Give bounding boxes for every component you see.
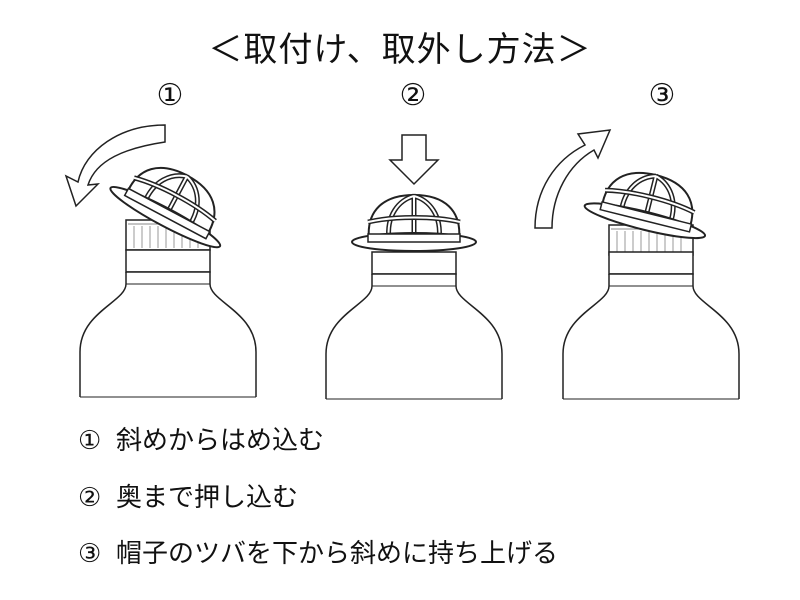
step-number: ③ xyxy=(78,539,102,569)
down-arrow-icon xyxy=(388,134,440,186)
step-text: 奥まで押し込む xyxy=(116,483,299,513)
step-2: ② 奥まで押し込む xyxy=(78,477,298,514)
step-number: ① xyxy=(78,426,102,456)
lift-arrow-icon xyxy=(534,129,612,229)
page-title: ＜取付け、取外し方法＞ xyxy=(208,30,592,70)
figure-label-2: ② xyxy=(399,78,427,113)
step-3: ③ 帽子のツバを下から斜めに持ち上げる xyxy=(78,533,558,570)
figure-label-1: ① xyxy=(156,78,184,113)
step-number: ② xyxy=(78,483,102,513)
step-text: 斜めからはめ込む xyxy=(116,426,325,456)
step-1: ① 斜めからはめ込む xyxy=(78,420,324,457)
step-text: 帽子のツバを下から斜めに持ち上げる xyxy=(116,539,559,569)
bottle-step-2 xyxy=(325,134,503,400)
rotate-arrow-icon xyxy=(64,124,166,208)
bottle-step-1 xyxy=(64,124,257,398)
bottle-step-3 xyxy=(534,129,740,400)
figure-label-3: ③ xyxy=(648,78,676,113)
